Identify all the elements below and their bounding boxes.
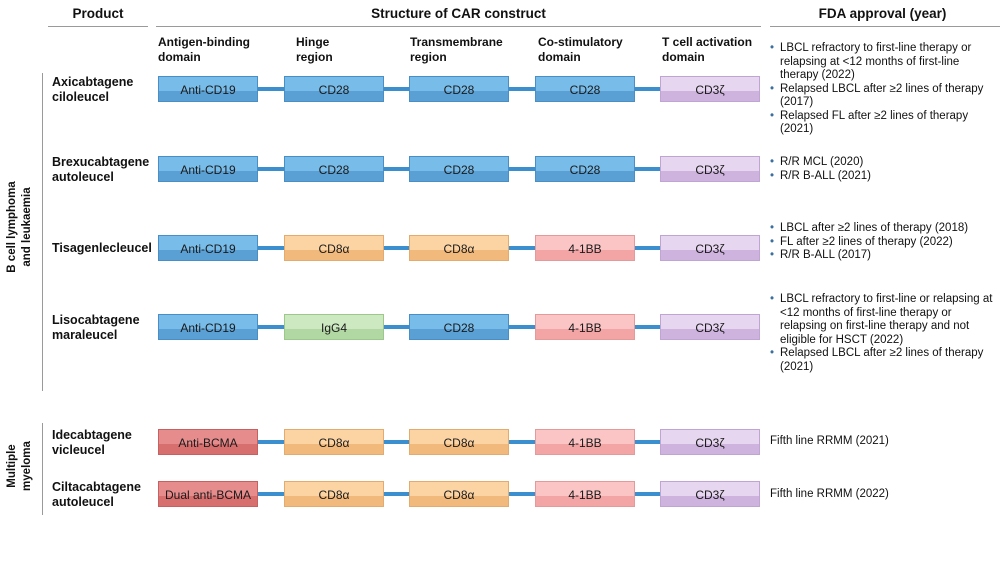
antigen-binding-box: Anti-BCMA	[158, 429, 258, 455]
fda-approvals-idecabtagene: Fifth line RRMM (2021)	[770, 435, 995, 449]
transmembrane-box: CD28	[409, 156, 509, 182]
transmembrane-box: CD28	[409, 76, 509, 102]
fda-item: LBCL after ≥2 lines of therapy (2018)	[770, 222, 995, 236]
transmembrane-box: CD8α	[409, 235, 509, 261]
fda-item: R/R B-ALL (2021)	[770, 170, 995, 184]
t-cell-activation-box: CD3ζ	[660, 429, 760, 455]
t-cell-activation-box: CD3ζ	[660, 235, 760, 261]
costimulatory-box: CD28	[535, 76, 635, 102]
t-cell-activation-box: CD3ζ	[660, 314, 760, 340]
fda-approvals-tisagenlecleucel: LBCL after ≥2 lines of therapy (2018) FL…	[770, 222, 995, 263]
costimulatory-box: 4-1BB	[535, 481, 635, 507]
group-bracket-myeloma	[42, 423, 43, 515]
fda-item: R/R MCL (2020)	[770, 156, 995, 170]
fda-item: Relapsed LBCL after ≥2 lines of therapy …	[770, 347, 995, 374]
product-header: Product	[72, 6, 124, 21]
fda-item: Fifth line RRMM (2021)	[770, 435, 889, 447]
fda-item: R/R B-ALL (2017)	[770, 249, 995, 263]
hinge-box: CD28	[284, 156, 384, 182]
t-cell-activation-box: CD3ζ	[660, 156, 760, 182]
t-cell-activation-box: CD3ζ	[660, 481, 760, 507]
fda-approvals-brexucabtagene: R/R MCL (2020) R/R B-ALL (2021)	[770, 156, 995, 183]
antigen-binding-box: Anti-CD19	[158, 314, 258, 340]
product-tisagenlecleucel: Tisagenlecleucel	[52, 241, 152, 255]
fda-item: Relapsed FL after ≥2 lines of therapy (2…	[770, 110, 995, 137]
fda-item: LBCL refractory to first-line or relapsi…	[770, 293, 995, 347]
fda-item: LBCL refractory to first-line therapy or…	[770, 42, 995, 83]
group-bracket-b-cell	[42, 73, 43, 391]
fda-header: FDA approval (year)	[818, 6, 947, 21]
antigen-binding-box: Anti-CD19	[158, 235, 258, 261]
t-cell-activation-box: CD3ζ	[660, 76, 760, 102]
costimulatory-box: 4-1BB	[535, 429, 635, 455]
hinge-box: CD28	[284, 76, 384, 102]
hinge-box: CD8α	[284, 481, 384, 507]
fda-item: Relapsed LBCL after ≥2 lines of therapy …	[770, 83, 995, 110]
hinge-box: IgG4	[284, 314, 384, 340]
product-header-rule	[48, 26, 148, 27]
structure-header: Structure of CAR construct	[371, 6, 546, 21]
fda-header-rule	[770, 26, 1000, 27]
antigen-binding-box: Dual anti-BCMA	[158, 481, 258, 507]
costimulatory-box: CD28	[535, 156, 635, 182]
transmembrane-box: CD28	[409, 314, 509, 340]
fda-item: FL after ≥2 lines of therapy (2022)	[770, 236, 995, 250]
transmembrane-box: CD8α	[409, 481, 509, 507]
costimulatory-box: 4-1BB	[535, 235, 635, 261]
transmembrane-box: CD8α	[409, 429, 509, 455]
hinge-box: CD8α	[284, 235, 384, 261]
fda-approvals-axicabtagene: LBCL refractory to first-line therapy or…	[770, 42, 995, 137]
fda-approvals-lisocabtagene: LBCL refractory to first-line or relapsi…	[770, 293, 995, 374]
hinge-box: CD8α	[284, 429, 384, 455]
fda-item: Fifth line RRMM (2022)	[770, 488, 889, 500]
structure-header-rule	[156, 26, 761, 27]
fda-approvals-ciltacabtagene: Fifth line RRMM (2022)	[770, 488, 995, 502]
antigen-binding-box: Anti-CD19	[158, 76, 258, 102]
costimulatory-box: 4-1BB	[535, 314, 635, 340]
antigen-binding-box: Anti-CD19	[158, 156, 258, 182]
